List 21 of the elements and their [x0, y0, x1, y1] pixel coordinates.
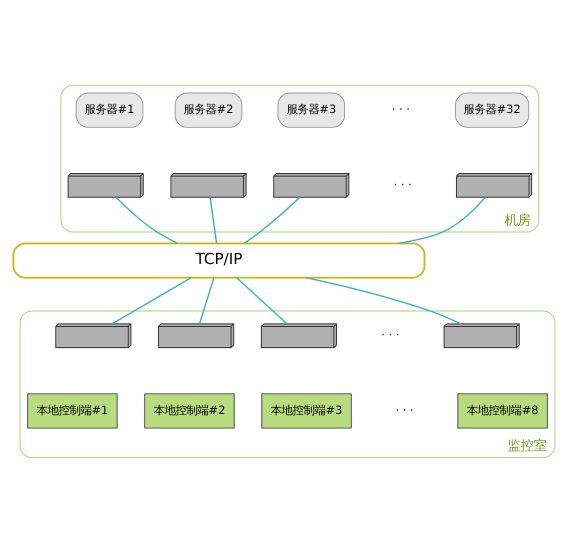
- connector: [116, 196, 178, 244]
- node-box: 本地控制端#2: [144, 392, 235, 428]
- label: · · ·: [381, 327, 400, 342]
- label: · · ·: [394, 176, 412, 191]
- connector: [209, 196, 218, 243]
- label: · · ·: [396, 402, 414, 416]
- node-box: 本地控制端#1: [27, 392, 118, 428]
- node-box: 服务器#3: [278, 92, 346, 128]
- connector: [236, 276, 288, 324]
- node-box: 本地控制端#8: [457, 392, 548, 428]
- connector: [112, 276, 192, 324]
- connector: [198, 277, 215, 324]
- connector: [398, 196, 486, 244]
- label: · · ·: [392, 102, 410, 116]
- node-box: 服务器#1: [76, 92, 144, 128]
- node-box: 服务器#32: [455, 92, 530, 128]
- connector: [306, 276, 461, 324]
- node-box: 本地控制端#3: [261, 392, 352, 428]
- node-box: TCP/IP: [12, 242, 426, 278]
- connector: [244, 196, 300, 244]
- node-box: 服务器#2: [174, 92, 242, 128]
